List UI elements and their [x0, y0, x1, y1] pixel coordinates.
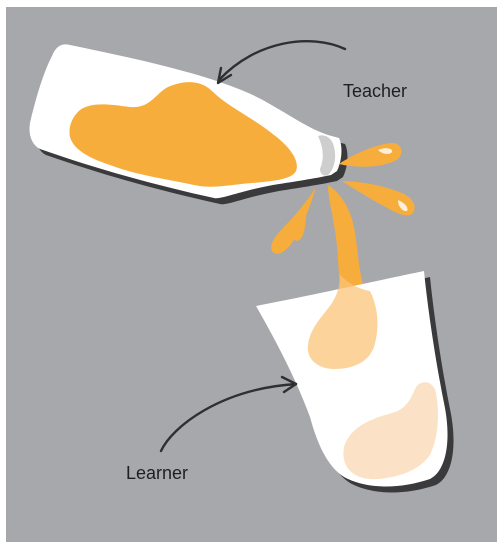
- teacher-label: Teacher: [343, 82, 407, 100]
- learner-label: Learner: [126, 464, 188, 482]
- illustration-svg: [6, 7, 497, 542]
- illustration-panel: Teacher Learner: [6, 7, 497, 542]
